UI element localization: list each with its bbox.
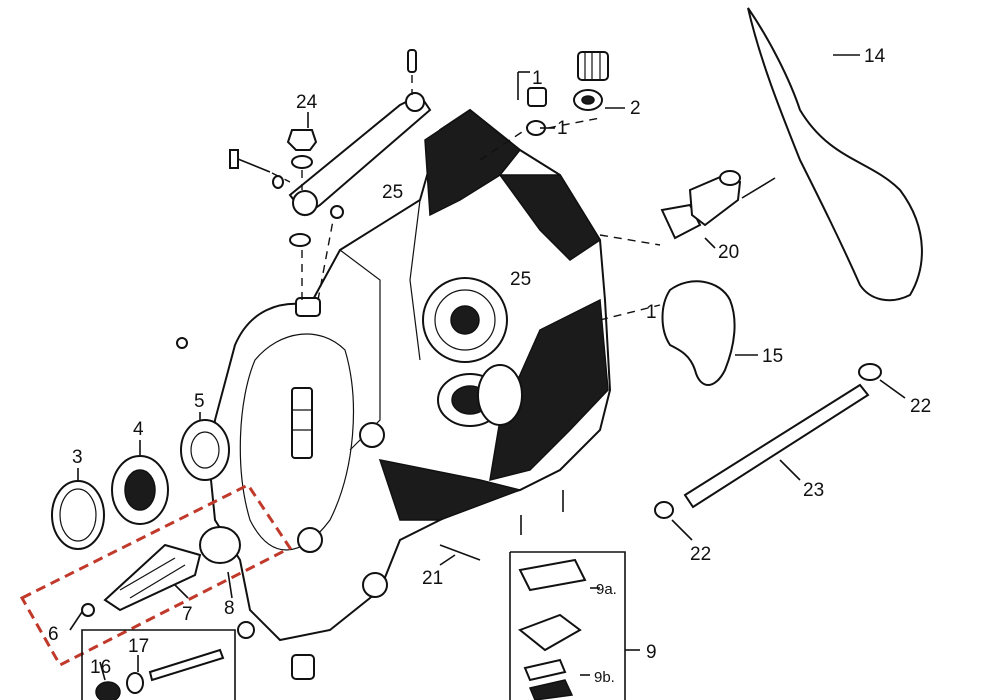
inset-16-17 xyxy=(81,629,236,700)
washer xyxy=(237,621,255,639)
callout-22b: 22 xyxy=(690,544,711,565)
callout-labels: 1 1 1 2 3 4 5 6 7 8 9 9a. 9b. 14 15 16 1… xyxy=(48,46,931,686)
grease-fitting xyxy=(176,337,188,349)
exhaust-hose-23 xyxy=(654,363,882,519)
leader-15 xyxy=(599,304,661,321)
callout-1c: 1 xyxy=(646,302,657,323)
callout-14: 14 xyxy=(864,46,886,67)
gasket-14 xyxy=(747,7,923,302)
callout-1b: 1 xyxy=(557,118,568,139)
callout-20: 20 xyxy=(718,242,739,263)
callout-22a: 22 xyxy=(910,396,931,417)
gimbal-housing xyxy=(208,108,612,642)
callout-21: 21 xyxy=(422,568,443,589)
bearing-stack xyxy=(51,419,241,617)
callout-25b: 25 xyxy=(510,269,531,290)
callout-4: 4 xyxy=(133,419,144,440)
callout-1a: 1 xyxy=(532,68,543,89)
highlight-box xyxy=(19,483,293,667)
callout-24: 24 xyxy=(296,92,318,113)
callout-5: 5 xyxy=(194,391,205,412)
bushing xyxy=(291,654,315,680)
callout-9a: 9a. xyxy=(596,581,617,598)
callout-6: 6 xyxy=(48,624,59,645)
callout-9: 9 xyxy=(646,642,657,663)
water-fitting-20 xyxy=(599,170,776,246)
seal-15 xyxy=(661,280,736,386)
callout-9b: 9b. xyxy=(594,669,615,686)
callout-16: 16 xyxy=(90,657,111,678)
steering-arm xyxy=(229,49,432,301)
callout-8: 8 xyxy=(224,598,235,619)
leader-lines xyxy=(69,54,906,681)
bearing-group-1-2 xyxy=(479,51,609,161)
callout-23: 23 xyxy=(803,480,824,501)
callout-17: 17 xyxy=(128,636,149,657)
callout-15: 15 xyxy=(762,346,783,367)
callout-25a: 25 xyxy=(382,182,403,203)
callout-7: 7 xyxy=(182,604,193,625)
pin-21 xyxy=(439,544,481,561)
callout-3: 3 xyxy=(72,447,83,468)
callout-2: 2 xyxy=(630,98,641,119)
